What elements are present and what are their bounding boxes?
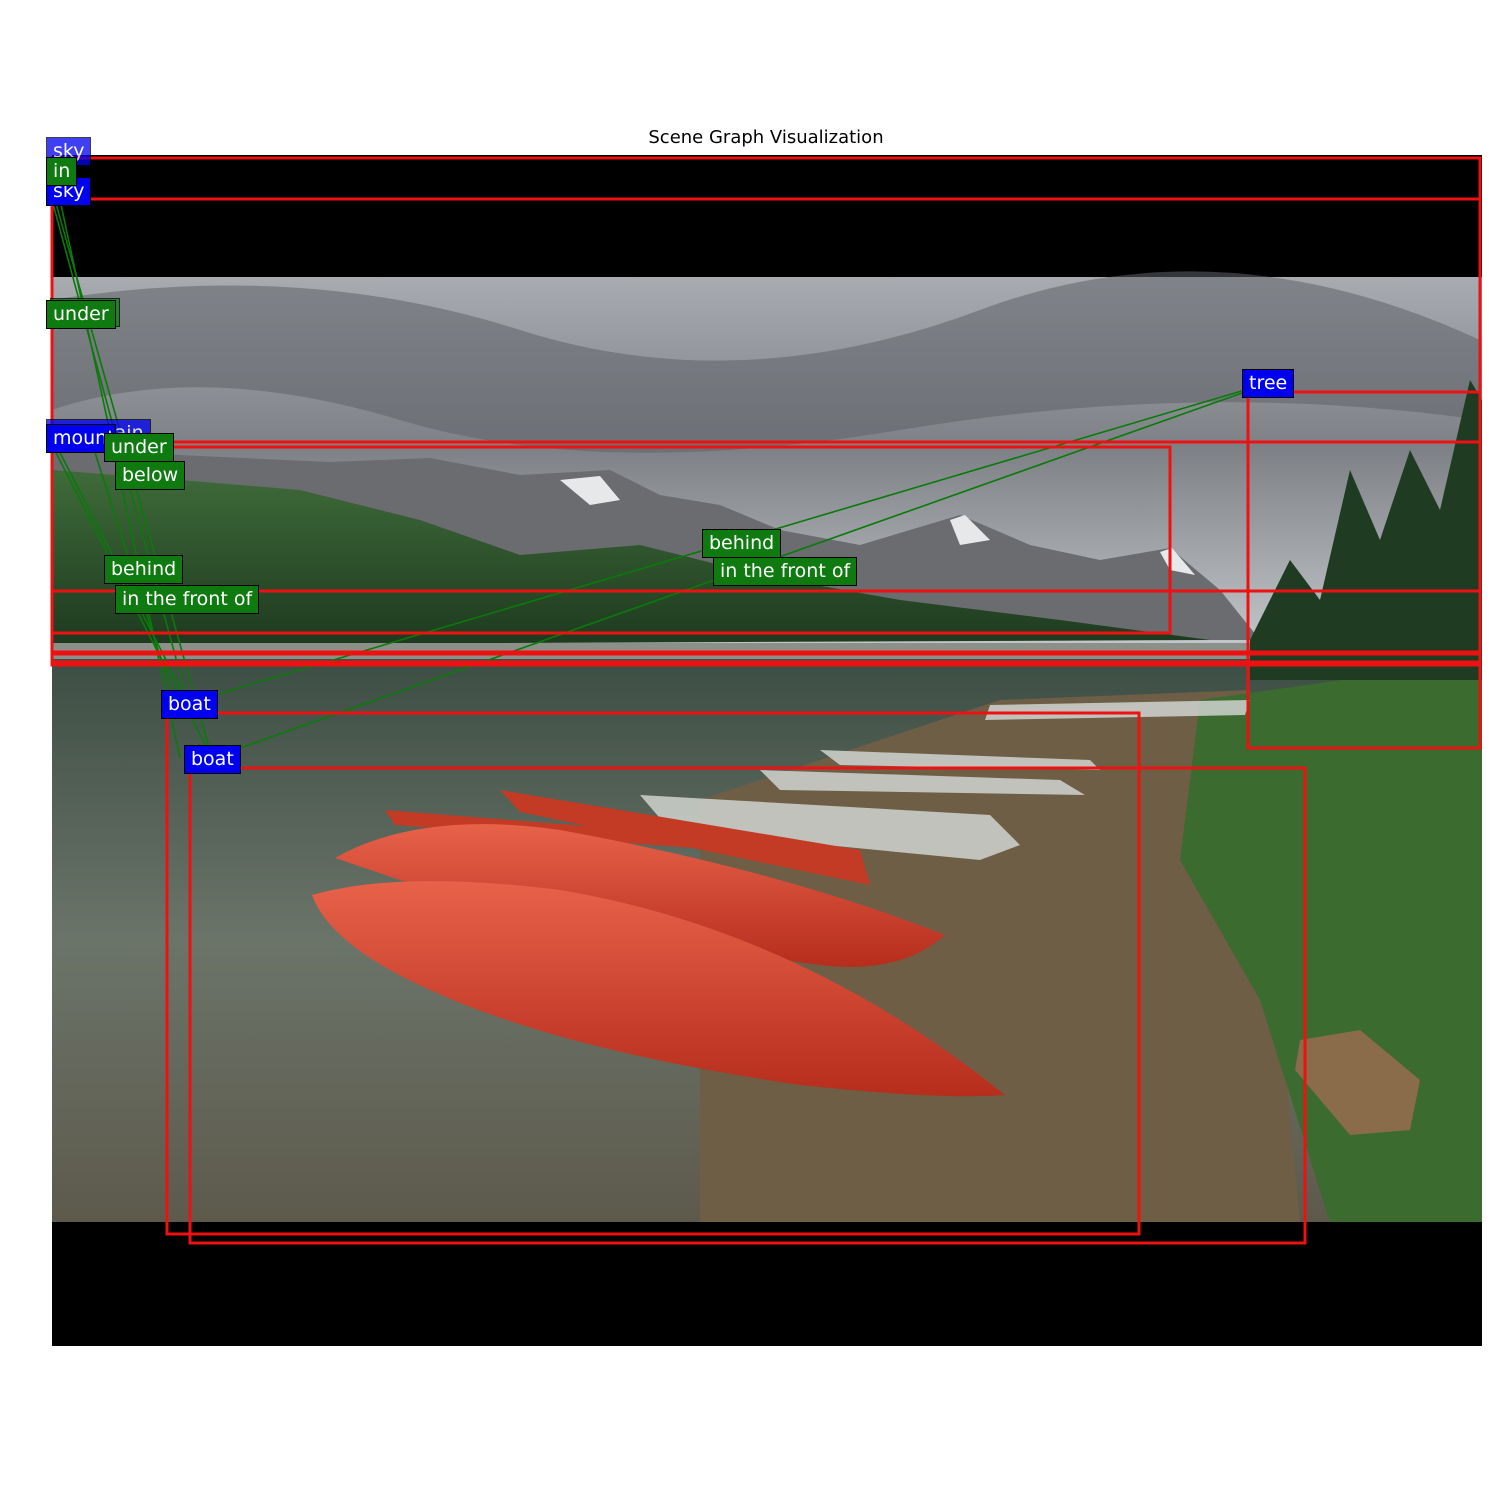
object-label-tree: tree	[1242, 369, 1295, 398]
relation-label-behind: behind	[702, 529, 782, 558]
chart-title: Scene Graph Visualization	[648, 127, 884, 148]
photo	[52, 155, 1482, 1346]
photo-distant-boats	[640, 700, 1250, 860]
relation-label-below: below	[115, 461, 186, 490]
relation-label-in: in	[46, 157, 78, 186]
relation-label-under: under	[46, 300, 116, 329]
bbox-boat-1	[165, 711, 1141, 1236]
photo-small-canoes	[385, 790, 870, 885]
bbox-boat-2	[188, 766, 1307, 1245]
bbox-mountain-2	[50, 445, 1172, 635]
photo-clouds	[52, 271, 1480, 453]
bbox-tree	[1246, 390, 1482, 750]
object-label-sky: sky	[46, 137, 92, 166]
photo-canoe-lower	[312, 881, 1005, 1097]
object-label-boat: boat	[184, 745, 241, 774]
photo-trees	[1250, 380, 1482, 680]
object-label-boat: boat	[161, 690, 218, 719]
photo-canoe-upper	[335, 824, 945, 967]
photo-forest-slope	[52, 470, 1210, 645]
relation-label-in-the-front-of: in the front of	[115, 585, 260, 614]
relation-label-behind: behind	[104, 555, 184, 584]
photo-log	[1295, 1030, 1420, 1135]
photo-black-band-bottom	[52, 1222, 1482, 1346]
photo-black-band-top	[52, 155, 1482, 277]
relation-label-in-the-front-of: in the front of	[713, 557, 858, 586]
relation-label-under: under	[104, 433, 174, 462]
